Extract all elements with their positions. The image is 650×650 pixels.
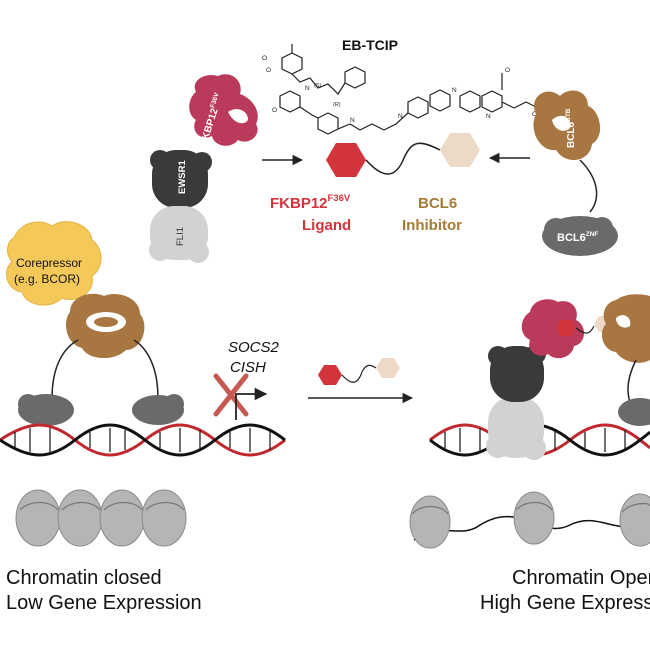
ligand-hexagon-icon (326, 143, 366, 177)
svg-text:N: N (305, 85, 310, 92)
fli1-domain-bound (486, 396, 546, 460)
gene-label-socs2: SOCS2 (228, 339, 280, 356)
nucleosome (15, 489, 61, 547)
fkbp12-protein (189, 74, 258, 146)
bcl6-btb-bound (601, 294, 650, 363)
left-caption-line2: Low Gene Expression (6, 592, 202, 614)
svg-text:N: N (398, 113, 403, 120)
nucleosome-array-right (409, 491, 650, 549)
fkbp12-bound (521, 299, 585, 359)
corepressor-line1: Corepressor (16, 256, 82, 270)
tether-right (627, 359, 637, 403)
bcl6-znf-domain (542, 216, 618, 256)
eb-tcip-structure (279, 44, 561, 135)
bcl6-btb-domain (533, 90, 601, 161)
svg-text:O: O (272, 107, 277, 114)
treatment-molecule-icon (318, 358, 400, 385)
bcl6-btb-label: BCL6BTB (565, 108, 577, 148)
left-caption-line1: Chromatin closed (6, 567, 162, 589)
bcl6-znf-right (618, 398, 650, 426)
tss-arrow-left (235, 387, 268, 420)
nucleosome (409, 495, 451, 549)
svg-text:O: O (262, 55, 267, 62)
nucleosome-array-left (15, 489, 187, 547)
fli1-label: FLI1 (175, 227, 186, 246)
corepressor-line2: (e.g. BCOR) (14, 272, 80, 286)
gene-label-cish: CISH (230, 359, 266, 376)
bifunctional-molecule-icon (326, 133, 480, 177)
ligand-caption-line1: FKBP12F36V (270, 193, 351, 212)
svg-text:O: O (505, 67, 510, 74)
inhibitor-hexagon-icon (440, 133, 480, 167)
tether-left-1 (51, 339, 79, 399)
svg-text:N: N (350, 117, 355, 124)
repressed-x-icon (213, 373, 249, 417)
svg-text:O: O (532, 111, 537, 118)
right-caption-line2: High Gene Expression (480, 592, 650, 614)
ligand-caption-line2: Ligand (302, 217, 351, 234)
svg-text:O: O (266, 67, 271, 74)
nucleosome (99, 489, 145, 547)
bcl6-znf-left-2 (132, 394, 184, 425)
inhibitor-caption-line1: BCL6 (418, 195, 457, 212)
stereo-label-s: (S) (314, 83, 322, 89)
ewsr1-domain (150, 150, 212, 208)
dna-helix-left (0, 423, 286, 457)
nucleosome (141, 489, 187, 547)
stereo-label-r: (R) (333, 102, 341, 108)
nucleosome (619, 493, 650, 547)
bcl6-linker (579, 159, 598, 213)
fli1-domain (149, 206, 209, 263)
inhibitor-caption-line2: Inhibitor (402, 217, 462, 234)
right-caption-line1: Chromatin Open (512, 567, 650, 589)
corepressor-complex (6, 221, 102, 306)
bcl6-znf-left-1 (18, 394, 74, 426)
tether-left-2 (133, 339, 159, 399)
bcl6-btb-dimer-left (66, 293, 145, 359)
nucleosome (513, 491, 555, 545)
bcl6-znf-label: BCL6ZNF (557, 231, 598, 244)
ewsr1-label: EWSR1 (177, 160, 188, 195)
svg-text:N: N (452, 87, 457, 94)
nucleosome (57, 489, 103, 547)
structure-atom-labels: OO NO NN NN OO N (262, 55, 561, 124)
molecule-title: EB-TCIP (342, 37, 398, 53)
svg-text:N: N (486, 113, 491, 120)
